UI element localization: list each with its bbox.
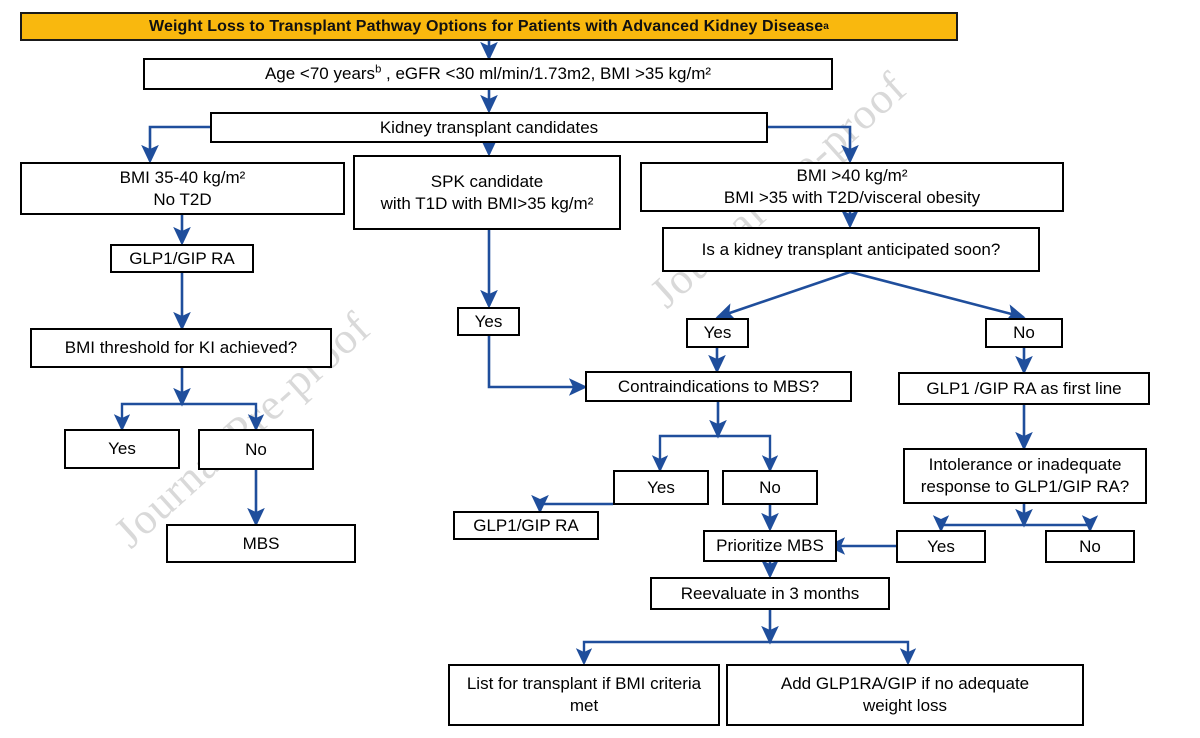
node-contraindications-question: Contraindications to MBS? (585, 371, 852, 402)
node-bmi-threshold-question: BMI threshold for KI achieved? (30, 328, 332, 368)
node-transplant-anticipated-question: Is a kidney transplant anticipated soon? (662, 227, 1040, 272)
node-bmi-35-40: BMI 35-40 kg/m² No T2D (20, 162, 345, 215)
node-prioritize-mbs: Prioritize MBS (703, 530, 837, 562)
node-eligibility-criteria: Age <70 yearsb , eGFR <30 ml/min/1.73m2,… (143, 58, 833, 90)
node-yes-anticipated: Yes (686, 318, 749, 348)
node-no-anticipated: No (985, 318, 1063, 348)
criteria-line1: Age <70 years (264, 64, 376, 84)
node-no-threshold: No (198, 429, 314, 470)
node-yes-contraindications: Yes (613, 470, 709, 505)
node-glp1-gip-ra-contraindications: GLP1/GIP RA (453, 511, 599, 540)
node-no-contraindications: No (722, 470, 818, 505)
node-list-for-transplant: List for transplant if BMI criteria met (448, 664, 720, 726)
node-intolerance-question: Intolerance or inadequate response to GL… (903, 448, 1147, 504)
node-glp1-gip-first-line: GLP1 /GIP RA as first line (898, 372, 1150, 405)
node-reevaluate-3-months: Reevaluate in 3 months (650, 577, 890, 610)
page-title: Weight Loss to Transplant Pathway Option… (20, 12, 958, 41)
node-glp1-gip-ra-left: GLP1/GIP RA (110, 244, 254, 273)
criteria-line1b: , eGFR <30 ml/min/1.73m2, BMI >35 kg/m² (381, 64, 712, 84)
node-yes-threshold: Yes (64, 429, 180, 469)
criteria-superscript: b (375, 63, 382, 76)
node-no-intolerance: No (1045, 530, 1135, 563)
node-spk-candidate: SPK candidate with T1D with BMI>35 kg/m² (353, 155, 621, 230)
node-mbs-left: MBS (166, 524, 356, 563)
node-bmi-over-40: BMI >40 kg/m² BMI >35 with T2D/visceral … (640, 162, 1064, 212)
node-add-glp1ra-gip: Add GLP1RA/GIP if no adequate weight los… (726, 664, 1084, 726)
page-title-text: Weight Loss to Transplant Pathway Option… (149, 17, 824, 35)
node-yes-intolerance: Yes (896, 530, 986, 563)
node-yes-spk: Yes (457, 307, 520, 336)
node-kidney-transplant-candidates: Kidney transplant candidates (210, 112, 768, 143)
